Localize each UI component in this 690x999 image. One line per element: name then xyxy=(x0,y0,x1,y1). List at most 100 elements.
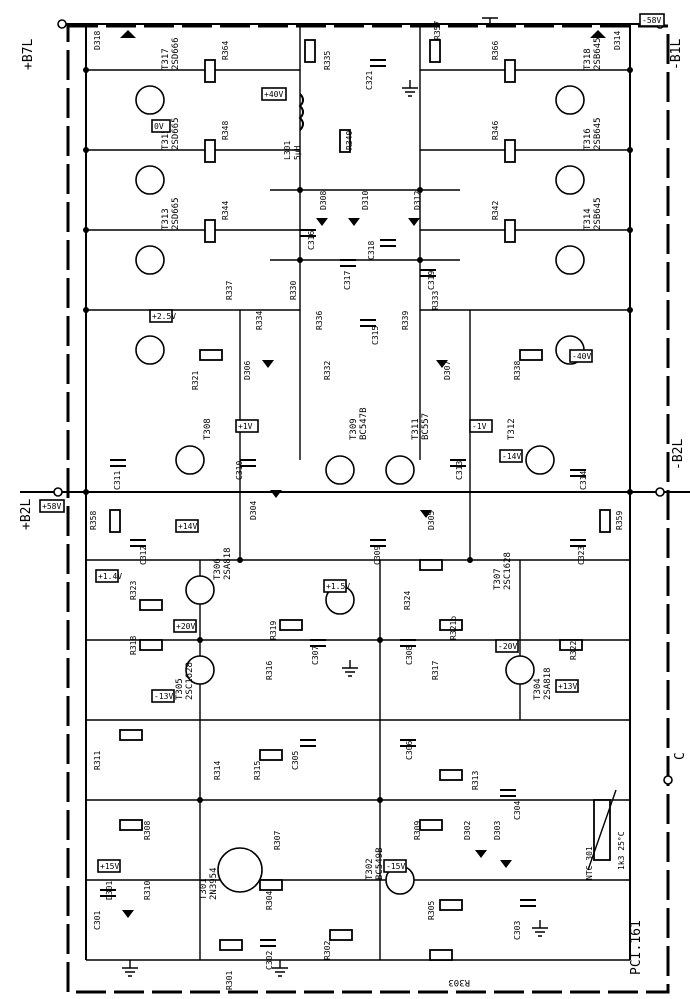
label-d303: D303 xyxy=(493,821,502,840)
transistor-t317 xyxy=(135,85,165,115)
label-r315: R315 xyxy=(253,761,262,780)
diode-d302 xyxy=(475,850,487,858)
label-l301-value: 5µH xyxy=(293,145,302,160)
capacitor-c308 xyxy=(400,639,416,647)
label-c317: C317 xyxy=(343,271,352,290)
label-t307: T307 xyxy=(493,568,503,590)
tag-12: +2.5V xyxy=(152,312,176,321)
label-supply-top-right: -B1L xyxy=(669,39,684,70)
label-d312: D312 xyxy=(413,191,422,210)
label-r313: R313 xyxy=(471,771,480,790)
capacitor-c307 xyxy=(310,639,326,647)
label-t304-type: 2SA818 xyxy=(543,667,553,700)
label-c314: C314 xyxy=(579,471,588,490)
resistor-r358 xyxy=(109,509,121,533)
transistor-t306 xyxy=(185,575,215,605)
transistor-t311 xyxy=(385,455,415,485)
label-t301-type: 2N3954 xyxy=(209,867,219,900)
transistor-symbols xyxy=(135,85,585,895)
label-r321: R321 xyxy=(191,371,200,390)
label-r338: R338 xyxy=(513,361,522,380)
voltage-tags: +40V +58V +14V +15V +1.4V -14V -15V -40V… xyxy=(39,13,665,873)
label-d301: D301 xyxy=(105,881,114,900)
capacitor-c317 xyxy=(340,259,356,267)
label-t313: T313 xyxy=(161,208,171,230)
label-r321b: R321b xyxy=(449,616,458,640)
resistor-r321b xyxy=(439,619,463,631)
transistor-t304 xyxy=(505,655,535,685)
tag-6: -15V xyxy=(386,862,405,871)
label-l301: L301 xyxy=(283,141,292,160)
label-t307-type: 2SC1628 xyxy=(503,552,513,590)
resistor-r305 xyxy=(439,899,463,911)
label-r317: R317 xyxy=(431,661,440,680)
label-r305: R305 xyxy=(427,901,436,920)
resistor-r311 xyxy=(119,729,143,741)
transistor-t312 xyxy=(525,445,555,475)
capacitor-c305 xyxy=(300,739,316,747)
label-t306: T306 xyxy=(213,558,223,580)
label-t311: T311 xyxy=(411,418,421,440)
label-r339: R339 xyxy=(401,311,410,330)
label-c309: C309 xyxy=(373,546,382,565)
diode-d318 xyxy=(120,30,136,38)
label-c307: C307 xyxy=(311,646,320,665)
tag-9: +1V xyxy=(238,422,253,431)
label-d308: D308 xyxy=(319,191,328,210)
label-t302-type: BC549B xyxy=(375,847,385,880)
label-r335: R335 xyxy=(323,51,332,70)
label-ntc: NTC 301 xyxy=(585,846,594,880)
diode-symbols xyxy=(120,30,606,918)
capacitor-c316 xyxy=(300,229,316,237)
label-r359: R359 xyxy=(615,511,624,530)
capacitor-c310 xyxy=(240,459,256,467)
label-r301: R301 xyxy=(225,971,234,990)
diode-d312 xyxy=(408,218,420,226)
label-r330: R330 xyxy=(289,281,298,300)
diode-d304 xyxy=(270,490,282,498)
tag-13: +20V xyxy=(176,622,195,631)
label-t315-type: 2SD665 xyxy=(171,117,181,150)
label-d305: D305 xyxy=(427,511,436,530)
resistor-r322 xyxy=(559,639,583,651)
label-t314-type: 2SB645 xyxy=(593,197,603,230)
resistor-r314 xyxy=(259,749,283,761)
resistor-r359 xyxy=(599,509,611,533)
label-t309: T309 xyxy=(349,418,359,440)
tag-17: +1.5V xyxy=(326,582,350,591)
label-d302: D302 xyxy=(463,821,472,840)
diode-d308 xyxy=(316,218,328,226)
label-supply-mid-left: +B2L xyxy=(19,499,34,530)
resistor-r324 xyxy=(419,559,443,571)
label-r346: R346 xyxy=(491,121,500,140)
resistor-r364 xyxy=(204,59,216,83)
capacitor-symbols xyxy=(100,59,586,947)
resistor-r323 xyxy=(139,599,163,611)
label-t315: T315 xyxy=(161,128,171,150)
label-c315: C315 xyxy=(371,326,380,345)
label-t313-type: 2SD665 xyxy=(171,197,181,230)
label-r342: R342 xyxy=(491,201,500,220)
label-r303: R303 xyxy=(448,977,470,987)
diode-d307 xyxy=(436,360,448,368)
resistor-r309 xyxy=(419,819,443,831)
transistor-t301 xyxy=(217,847,263,893)
transistor-t308 xyxy=(175,445,205,475)
tag-14: -20V xyxy=(498,642,517,651)
resistor-symbols xyxy=(109,39,611,961)
resistor-r321 xyxy=(199,349,223,361)
label-r332: R332 xyxy=(323,361,332,380)
diode-d305 xyxy=(420,510,432,518)
resistor-r306 xyxy=(259,879,283,891)
label-r364: R364 xyxy=(221,41,230,60)
resistor-r357 xyxy=(429,39,441,63)
label-c305: C305 xyxy=(291,751,300,770)
transistor-t314 xyxy=(555,245,585,275)
terminal-input xyxy=(663,775,673,785)
label-c311: C311 xyxy=(113,471,122,490)
diode-d301 xyxy=(122,910,134,918)
label-c308: C308 xyxy=(405,646,414,665)
transistor-t313 xyxy=(135,245,165,275)
capacitor-c315 xyxy=(360,319,376,327)
